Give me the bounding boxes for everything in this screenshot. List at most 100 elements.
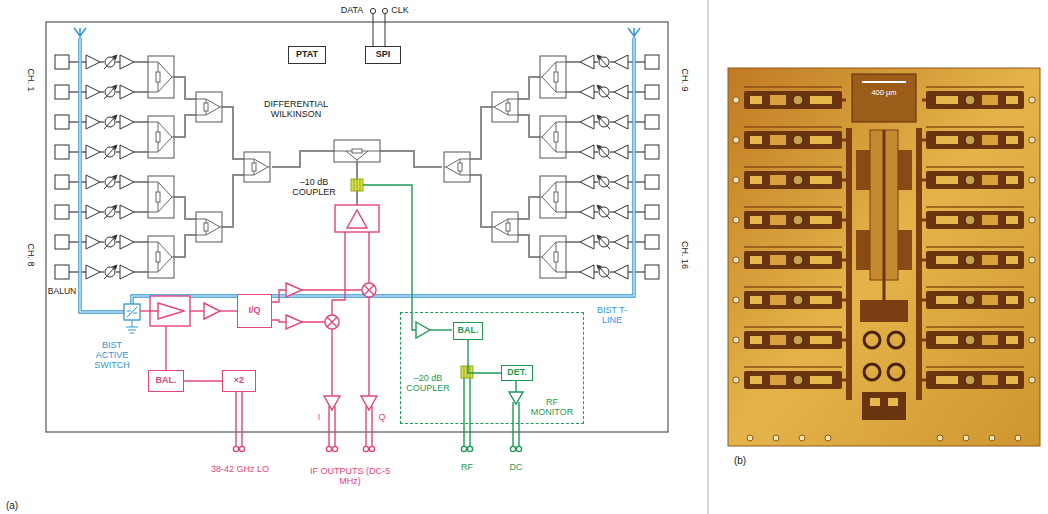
port-label: 38-42 GHz LO	[211, 465, 269, 475]
receiver-chain	[325, 315, 339, 329]
chip-photo	[898, 87, 1035, 441]
chip-photo	[864, 364, 880, 380]
monitor-balun: BAL.	[453, 322, 483, 340]
block-label: BALUN	[48, 287, 76, 296]
rf-monitor-region: RF MONITOR BAL. DET.	[400, 312, 584, 424]
bist-t-line	[132, 38, 634, 304]
bist-t-line	[132, 38, 634, 304]
bist-t-line	[74, 28, 86, 38]
receive-channels	[55, 205, 148, 220]
ptat-block: PTAT	[288, 46, 326, 64]
chip-photo	[864, 332, 880, 348]
receive-channels	[55, 145, 148, 160]
spi-wires	[373, 14, 385, 46]
receiver-chain	[233, 446, 238, 451]
monitor-chain	[464, 378, 470, 446]
chip-photo	[870, 398, 880, 406]
monitor-chain	[461, 446, 466, 451]
block-label: –20 dB COUPLER	[403, 374, 453, 394]
spi-wires	[370, 8, 375, 13]
center-combiner	[334, 140, 380, 162]
monitor-chain	[430, 329, 452, 330]
block-label: –10 dB COUPLER	[290, 178, 338, 198]
spi-block: SPI	[365, 46, 401, 64]
monitor-chain	[515, 380, 516, 392]
receiver-chain	[236, 392, 242, 446]
receiver-chain	[363, 446, 368, 451]
receiver-chain	[364, 285, 374, 295]
channel-label: CH. 8	[25, 243, 35, 266]
receiver-chain	[326, 446, 331, 451]
receiver-chain	[204, 303, 220, 319]
chip-photo	[883, 130, 886, 300]
receiver-chain	[361, 396, 377, 410]
monitor-chain	[363, 185, 523, 452]
channel-label: CH. 1	[25, 68, 35, 91]
receive-channels	[55, 55, 334, 280]
bist-switch	[124, 304, 140, 333]
monitor-chain	[467, 446, 472, 451]
monitor-chain	[461, 366, 473, 378]
receiver-chain	[329, 406, 372, 446]
panel-label: (b)	[734, 455, 746, 466]
receiver-chain	[150, 296, 190, 326]
scale-label: 400 μm	[871, 89, 896, 97]
receiver-chain	[140, 205, 379, 452]
bist-t-line	[74, 28, 640, 312]
block-name: BAL.	[458, 326, 479, 336]
channel-label: CH. 16	[679, 241, 689, 269]
block-name: RF MONITOR	[527, 398, 577, 418]
chip-photo	[860, 300, 908, 322]
block-label: BIST ACTIVE SWITCH	[92, 341, 132, 371]
receiver-chain	[362, 283, 376, 297]
chip-photo	[862, 81, 906, 83]
monitor-chain	[510, 446, 515, 451]
bist-t-line	[80, 38, 124, 312]
iq-generator: I/Q	[237, 294, 272, 328]
receiver-chain	[327, 317, 337, 327]
receiver-chain	[286, 283, 302, 297]
receive-channels	[148, 116, 174, 158]
monitor-chain	[416, 322, 430, 338]
receiver-chain	[150, 303, 184, 319]
chip-photo	[888, 332, 904, 348]
chip-photo	[728, 68, 1040, 446]
receiver-chain	[220, 310, 237, 311]
signal-name: DATA	[341, 6, 364, 16]
coupler-symbol	[351, 179, 363, 191]
signal-connector	[184, 380, 222, 381]
chip-photo	[888, 364, 904, 380]
receive-channels	[196, 212, 222, 242]
receive-channels	[55, 55, 148, 70]
port-label: DC	[510, 463, 523, 473]
block-name: PTAT	[296, 50, 318, 60]
power-detector: DET.	[501, 365, 533, 381]
bist-switch	[124, 304, 140, 320]
signal-name: I	[318, 413, 321, 423]
chip-photo	[888, 398, 898, 406]
receive-channels	[55, 265, 148, 280]
receive-channels	[148, 56, 174, 98]
block-name: BAL.	[156, 376, 177, 386]
receiver-chain	[324, 396, 340, 410]
receive-channels	[55, 115, 148, 130]
block-name: I/Q	[248, 306, 260, 316]
receive-channels	[380, 55, 659, 280]
receive-channels	[55, 175, 148, 190]
receiver-chain	[335, 205, 379, 232]
receiver-chain	[140, 310, 150, 311]
panel-divider	[708, 0, 709, 514]
spi-wires	[370, 8, 387, 46]
chip-photo	[728, 68, 1040, 446]
receiver-chain	[332, 446, 337, 451]
chip-photo	[862, 392, 906, 420]
receiver-chain	[190, 310, 204, 311]
monitor-chain	[464, 366, 470, 378]
block-label: DIFFERENTIAL WILKINSON	[256, 100, 336, 120]
port-label: IF OUTPUTS (DC-5 MHz)	[308, 467, 392, 487]
monitor-chain	[513, 402, 519, 446]
coupler-symbol	[354, 179, 360, 191]
receiver-chain	[369, 446, 374, 451]
